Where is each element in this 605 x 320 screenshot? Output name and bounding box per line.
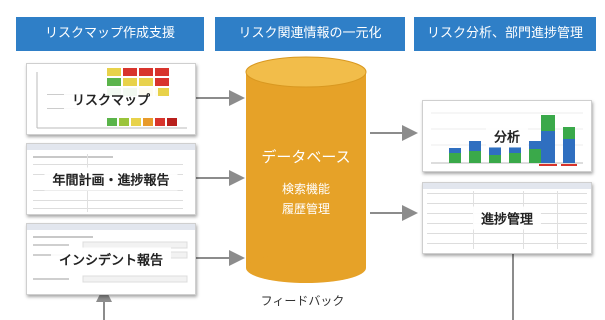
database-cylinder — [245, 56, 367, 283]
feedback-label: フィードバック — [260, 294, 345, 308]
card-label-analysis: 分析 — [485, 124, 529, 148]
card-label-annual-plan: 年間計画・進捗報告 — [44, 167, 178, 191]
database-feature-search: 検索機能 — [281, 182, 330, 196]
card-annual-plan: 年間計画・進捗報告 — [26, 143, 196, 215]
card-label-incident-report: インシデント報告 — [50, 247, 172, 271]
header-info-centralization: リスク関連情報の一元化 — [215, 17, 405, 51]
database-feature-history: 履歴管理 — [281, 202, 330, 216]
card-risk-map: リスクマップ — [26, 63, 196, 135]
card-label-progress-management: 進捗管理 — [472, 206, 542, 230]
card-analysis: 分析 — [422, 100, 592, 172]
analysis-chart-thumbnail — [431, 112, 583, 166]
card-incident-report: インシデント報告 — [26, 223, 196, 295]
database-title: データベース — [261, 148, 351, 166]
header-risk-map-support: リスクマップ作成支援 — [16, 17, 204, 51]
header-analysis-progress: リスク分析、部門進捗管理 — [414, 17, 596, 51]
card-label-risk-map: リスクマップ — [63, 87, 159, 111]
card-progress-management: 進捗管理 — [422, 182, 592, 254]
